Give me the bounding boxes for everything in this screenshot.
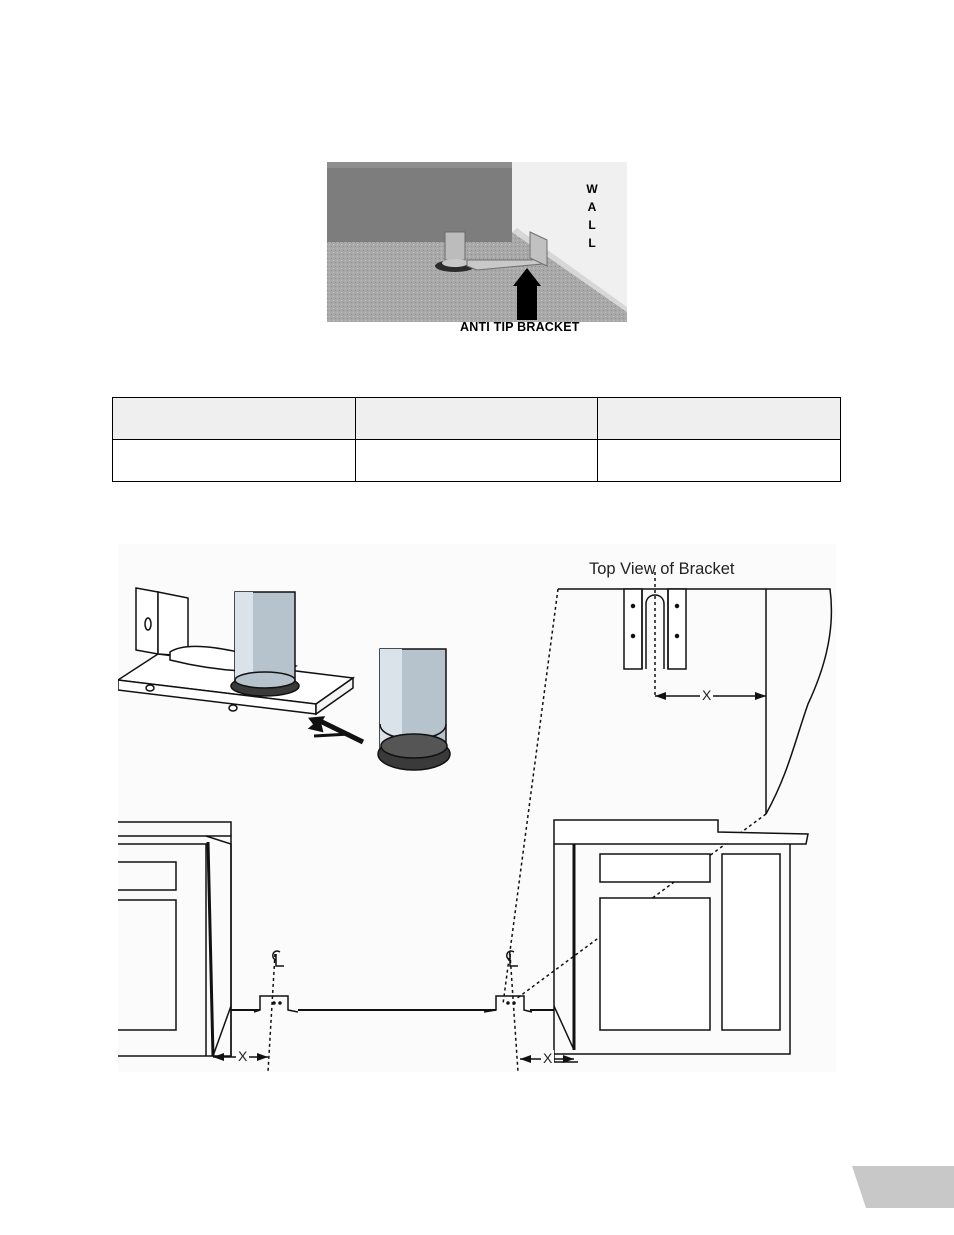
wall-letter: W <box>586 182 598 196</box>
table-header-row <box>112 397 841 440</box>
bracket-installation-diagram <box>115 544 836 1073</box>
top-view-title: Top View of Bracket <box>589 560 735 578</box>
table-cell <box>112 439 356 482</box>
dimension-label: X <box>236 1048 250 1064</box>
bracket-illustration <box>115 587 451 771</box>
top-view-of-bracket <box>502 572 833 1005</box>
dimension-label: X <box>541 1050 555 1066</box>
right-cabinet <box>553 819 809 1063</box>
wall-letter: L <box>588 236 596 250</box>
wall-label: W A L L <box>582 180 602 252</box>
table-header-cell <box>354 397 599 440</box>
table-header-cell <box>597 397 841 440</box>
table-row <box>112 439 841 482</box>
photo-caption: ANTI TIP BRACKET <box>460 320 580 334</box>
page-number-tab <box>852 1166 954 1208</box>
table-cell <box>354 439 599 482</box>
table-header-cell <box>112 397 356 440</box>
wall-letter: L <box>588 218 596 232</box>
centerline-symbol-right <box>506 950 518 967</box>
spec-table <box>112 397 841 482</box>
table-cell <box>597 439 841 482</box>
left-cabinet <box>118 821 232 1057</box>
dimension-label: X <box>700 687 714 703</box>
centerline-symbol-left <box>272 950 284 967</box>
wall-letter: A <box>587 200 597 214</box>
anti-tip-bracket-photo <box>327 162 627 322</box>
